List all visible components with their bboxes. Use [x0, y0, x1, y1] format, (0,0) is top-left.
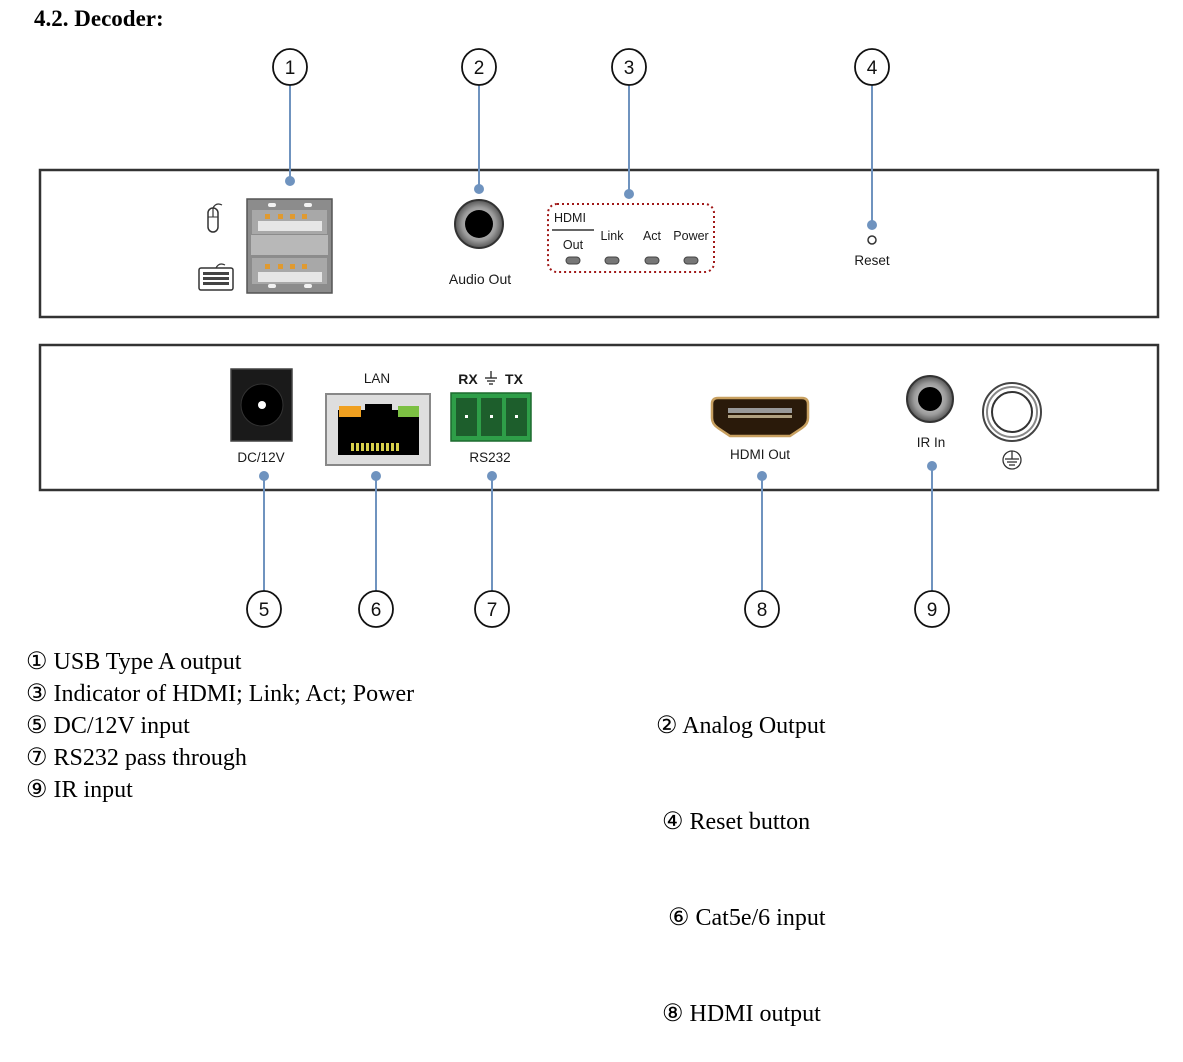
legend-item-6: ⑥ Cat5e/6 input: [656, 905, 826, 931]
legend-item-1: ① USB Type A output: [26, 649, 242, 675]
hdmi-out-port: [710, 396, 810, 438]
callout-anchor-dot: [757, 471, 767, 481]
callout-8: 8: [744, 471, 780, 628]
callout-circle: [461, 48, 497, 86]
callout-circle: [272, 48, 308, 86]
callout-anchor-dot: [487, 471, 497, 481]
lan-label: LAN: [364, 371, 390, 386]
tx-label: TX: [505, 371, 524, 387]
callout-anchor-dot: [371, 471, 381, 481]
legend-item-8: ⑧ HDMI output: [656, 1001, 821, 1027]
callout-9: 9: [914, 461, 950, 628]
callout-anchor-dot: [474, 184, 484, 194]
earth-ground-icon: [1002, 450, 1022, 470]
callout-number: 7: [487, 600, 498, 621]
ir-in-label: IR In: [917, 435, 946, 450]
dc-12v-label: DC/12V: [237, 450, 284, 465]
decoder-diagram: Audio Out HDMI Out Link Act Power Reset …: [38, 48, 1160, 628]
audio-out-jack: [454, 199, 504, 249]
lan-port: [325, 393, 431, 466]
callout-circle: [474, 590, 510, 628]
callout-number: 1: [285, 58, 296, 79]
hdmi-out-label: HDMI Out: [730, 447, 790, 462]
reset-label: Reset: [854, 253, 890, 268]
callout-circle: [914, 590, 950, 628]
act-led: [644, 256, 660, 265]
callout-number: 3: [624, 58, 635, 79]
rs232-label: RS232: [469, 450, 510, 465]
callout-anchor-dot: [867, 220, 877, 230]
link-led-label: Link: [601, 229, 625, 243]
legend-left: ① USB Type A output ③ Indicator of HDMI;…: [26, 646, 414, 806]
callout-circle: [744, 590, 780, 628]
section-heading: 4.2. Decoder:: [34, 6, 164, 31]
ground-terminal: [982, 382, 1042, 442]
callout-circle: [358, 590, 394, 628]
led-indicator-group: [547, 203, 715, 273]
callout-anchor-dot: [259, 471, 269, 481]
callout-4: 4: [854, 48, 890, 230]
callout-anchor-dot: [285, 176, 295, 186]
callout-circle: [246, 590, 282, 628]
ground-symbol-icon: [485, 371, 497, 385]
front-panel: [38, 168, 1160, 319]
callout-number: 4: [867, 58, 878, 79]
callout-7: 7: [474, 471, 510, 628]
link-led: [604, 256, 620, 265]
callout-5: 5: [246, 471, 282, 628]
callout-1: 1: [272, 48, 308, 186]
callout-number: 6: [371, 600, 382, 621]
callout-anchor-dot: [624, 189, 634, 199]
legend-item-9: ⑨ IR input: [26, 777, 133, 803]
hdmi-out-led: [565, 256, 581, 265]
rear-panel: [38, 343, 1160, 492]
mouse-icon: [207, 203, 223, 233]
callout-circle: [854, 48, 890, 86]
reset-button[interactable]: [867, 235, 877, 245]
callout-6: 6: [358, 471, 394, 628]
legend-item-2: ② Analog Output: [656, 713, 826, 739]
out-led-label: Out: [563, 238, 584, 252]
callout-3: 3: [611, 48, 647, 199]
legend-item-3: ③ Indicator of HDMI; Link; Act; Power: [26, 681, 415, 707]
usb-port-stack: [246, 198, 333, 294]
power-led: [683, 256, 699, 265]
dc-power-jack: [230, 368, 293, 442]
callout-number: 9: [927, 600, 938, 621]
callout-number: 8: [757, 600, 768, 621]
callout-2: 2: [461, 48, 497, 194]
legend-item-4: ④ Reset button: [656, 809, 811, 835]
act-led-label: Act: [643, 229, 662, 243]
legend-right: ② Analog Output ④ Reset button ⑥ Cat5e/6…: [656, 646, 826, 1062]
callout-number: 2: [474, 58, 485, 79]
callout-number: 5: [259, 600, 270, 621]
hdmi-led-label: HDMI: [554, 211, 586, 225]
callout-circle: [611, 48, 647, 86]
audio-out-label: Audio Out: [449, 271, 511, 287]
rs232-terminal-block: [450, 392, 532, 442]
power-led-label: Power: [673, 229, 708, 243]
keyboard-icon: [198, 263, 234, 291]
callout-anchor-dot: [927, 461, 937, 471]
legend-item-7: ⑦ RS232 pass through: [26, 745, 247, 771]
ir-in-jack: [906, 375, 954, 423]
legend-item-5: ⑤ DC/12V input: [26, 713, 190, 739]
rx-label: RX: [458, 371, 478, 387]
